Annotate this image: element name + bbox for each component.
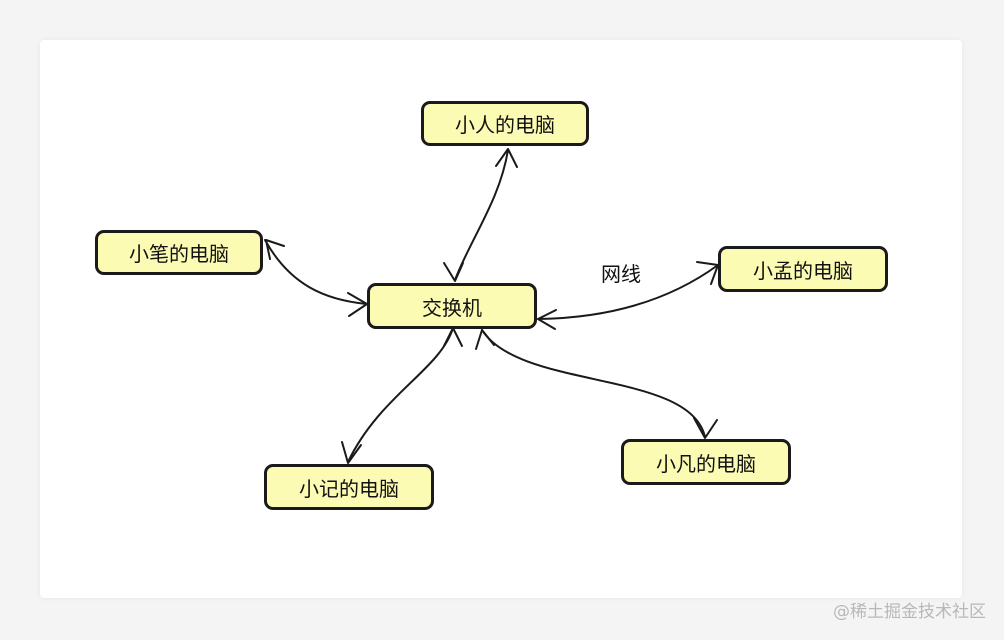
node-computer-ji: 小记的电脑 (264, 464, 434, 510)
node-computer-ren-label: 小人的电脑 (455, 113, 555, 137)
node-computer-ji-label: 小记的电脑 (299, 476, 399, 501)
node-computer-bi-label: 小笔的电脑 (129, 242, 229, 266)
node-switch-label: 交换机 (422, 295, 482, 320)
watermark: @稀土掘金技术社区 (833, 602, 986, 622)
edge-label-cable: 网线 (601, 262, 641, 286)
node-computer-meng: 小孟的电脑 (718, 246, 888, 292)
edge-switch-ren (443, 148, 518, 282)
node-computer-bi: 小笔的电脑 (95, 230, 263, 275)
node-switch: 交换机 (367, 283, 537, 329)
edge-switch-bi (264, 239, 368, 317)
node-computer-ren: 小人的电脑 (421, 101, 589, 146)
node-computer-fan-label: 小凡的电脑 (656, 451, 756, 476)
edge-switch-ji (341, 327, 463, 464)
node-computer-fan: 小凡的电脑 (621, 439, 791, 485)
node-computer-meng-label: 小孟的电脑 (753, 258, 853, 283)
edge-switch-fan (475, 329, 718, 439)
